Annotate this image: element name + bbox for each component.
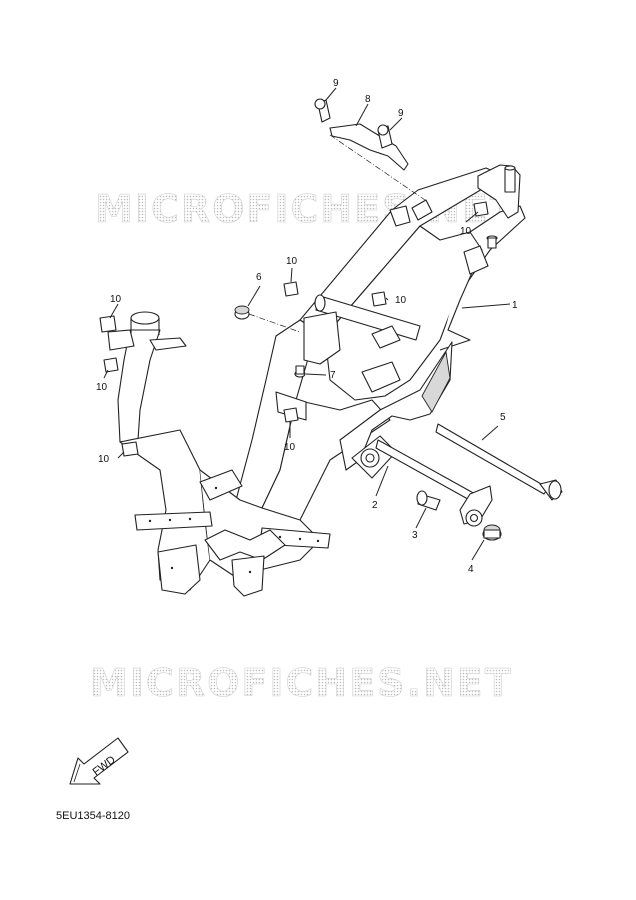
bolt-part-3 [416,490,441,511]
callout-10-rear-top: 10 [460,226,472,237]
callout-10-center: 10 [284,442,296,453]
callout-10-cross: 10 [395,295,407,306]
callout-5-long-bolt: 5 [500,412,506,423]
long-bolt-part-5 [435,423,563,501]
callout-1-frame: 1 [512,300,518,311]
callout-3-bolt: 3 [412,530,418,541]
reference-code: 5EU1354-8120 [56,810,131,822]
nut-part-4 [482,524,502,541]
grommet-part-7 [294,365,306,378]
clip-nuts [99,201,489,457]
callout-10-front-mid: 10 [96,382,108,393]
callout-9-bolt: 9 [333,78,339,89]
callout-6-nut: 6 [256,272,262,283]
leader-lines [103,87,511,561]
callout-10-front-top: 10 [110,294,122,305]
callout-8-bracket: 8 [365,94,371,105]
engine-hanger [351,435,493,527]
callout-9-bolt-b: 9 [398,108,404,119]
fwd-arrow-icon: FWD [69,737,129,785]
callout-2-hanger: 2 [372,500,378,511]
callout-10-front-low: 10 [98,454,110,465]
callout-7-grommet: 7 [330,370,336,381]
nut-part-6 [234,305,301,333]
callout-4-nut: 4 [468,564,474,575]
watermark-bottom: MICROFICHES.NET [90,661,513,705]
main-frame [117,164,526,597]
callout-10-mid-top: 10 [286,256,298,267]
top-bracket [314,98,426,201]
